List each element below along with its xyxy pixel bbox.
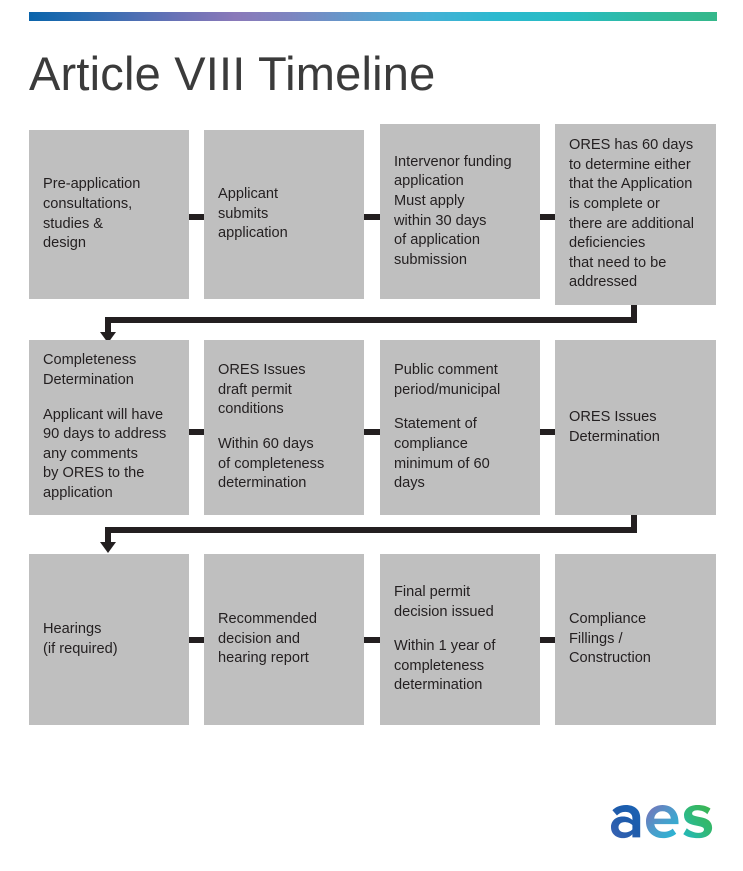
flow-box-text: Compliance Fillings / Construction [569,611,651,667]
aes-logo [608,793,716,847]
connector-dash [540,214,555,220]
connector-arrowhead-icon [100,542,116,553]
flow-box-ores-60-days[interactable]: ORES has 60 days to determine either tha… [555,124,716,305]
flow-box-text: ORES has 60 days to determine either tha… [569,137,694,291]
flow-box-intervenor-funding[interactable]: Intervenor funding application Must appl… [380,124,540,299]
connector-dash [540,637,555,643]
aes-letter-s [683,805,713,839]
flow-box-text: Within 1 year of completeness determinat… [394,638,496,694]
flow-box-text: Public comment period/municipal [394,362,501,398]
connector-arrowhead-icon [100,332,116,343]
flow-box-ores-draft-permit[interactable]: ORES Issues draft permit conditions With… [204,340,364,515]
flow-box-text: ORES Issues Determination [569,408,660,445]
gradient-accent-bar [29,12,717,21]
aes-wordmark-icon [611,805,713,839]
connector-dash [189,214,204,220]
flow-box-text: Applicant will have 90 days to address a… [43,406,167,501]
flow-box-text: Hearings (if required) [43,620,118,657]
connector-dash [189,429,204,435]
flow-box-hearings[interactable]: Hearings (if required) [29,554,189,725]
flow-box-completeness-determination[interactable]: Completeness Determination Applicant wil… [29,340,189,515]
flow-box-text: Applicant submits application [218,186,288,242]
aes-letter-a [611,805,641,839]
flow-box-text: Final permit decision issued [394,584,494,620]
connector-segment-vertical-left [105,527,111,545]
connector-dash [189,637,204,643]
flow-box-text: Pre-application consultations, studies &… [43,176,141,252]
flow-box-public-comment[interactable]: Public comment period/municipal Statemen… [380,340,540,515]
flow-box-text: Recommended decision and hearing report [218,611,317,667]
flow-box-recommended-decision[interactable]: Recommended decision and hearing report [204,554,364,725]
flow-box-text: Statement of compliance minimum of 60 da… [394,416,490,492]
flow-box-final-permit-decision[interactable]: Final permit decision issued Within 1 ye… [380,554,540,725]
connector-dash [364,429,380,435]
flow-box-compliance-fillings[interactable]: Compliance Fillings / Construction [555,554,716,725]
flow-box-pre-application[interactable]: Pre-application consultations, studies &… [29,130,189,299]
connector-segment-vertical-left [105,317,111,335]
connector-segment-vertical-right [631,305,637,323]
flow-box-applicant-submits[interactable]: Applicant submits application [204,130,364,299]
connector-segment-horizontal [105,527,637,533]
flow-box-text: Intervenor funding application Must appl… [394,153,512,268]
flow-box-text: Completeness Determination [43,352,137,389]
flow-box-text: ORES Issues draft permit conditions [218,362,306,418]
flow-box-ores-determination[interactable]: ORES Issues Determination [555,340,716,515]
connector-dash [540,429,555,435]
connector-dash [364,637,380,643]
page-title: Article VIII Timeline [29,47,436,100]
connector-dash [364,214,380,220]
connector-segment-horizontal [105,317,637,323]
flow-box-text: Within 60 days of completeness determina… [218,436,325,492]
aes-letter-e [646,805,679,839]
connector-segment-vertical-right [631,515,637,533]
